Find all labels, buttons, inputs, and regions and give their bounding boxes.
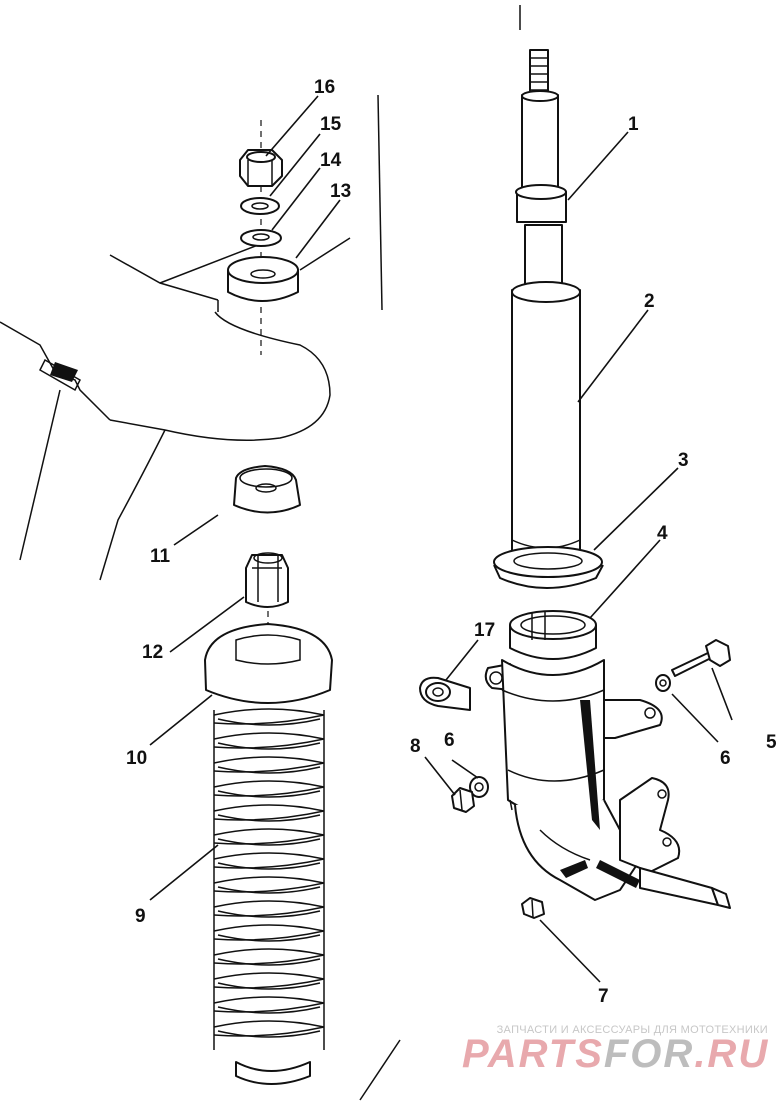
part-17-bracket-clip bbox=[419, 676, 471, 711]
spring-coil-back bbox=[217, 1006, 321, 1014]
spring-coil-back bbox=[217, 910, 321, 918]
part-10-spring-retainer bbox=[204, 623, 333, 704]
watermark-logo-for: FOR bbox=[603, 1032, 695, 1076]
spring-coil-back bbox=[217, 814, 321, 822]
callout-16: 16 bbox=[314, 77, 335, 98]
part-1-2-shock-absorber bbox=[511, 49, 581, 553]
part-6-washer-right bbox=[655, 674, 671, 692]
callout-8: 8 bbox=[410, 736, 421, 757]
spring-coil-back bbox=[217, 742, 321, 750]
spring-coil-back bbox=[217, 838, 321, 846]
part-5-bolt bbox=[671, 639, 731, 677]
callout-9: 9 bbox=[135, 906, 146, 927]
callout-3: 3 bbox=[678, 450, 689, 471]
part-9-coil-spring bbox=[213, 708, 325, 1085]
callout-6-left: 6 bbox=[444, 730, 455, 751]
callout-17: 17 bbox=[474, 620, 495, 641]
spring-coil-back bbox=[217, 958, 321, 966]
callout-4: 4 bbox=[657, 523, 668, 544]
callout-5: 5 bbox=[766, 732, 777, 753]
watermark-logo: PARTSFOR.RU bbox=[462, 1032, 768, 1077]
chassis-frame bbox=[0, 5, 521, 1101]
watermark-logo-ru: .RU bbox=[694, 1032, 770, 1076]
part-4-strut-housing bbox=[484, 610, 731, 909]
callout-6-right: 6 bbox=[720, 748, 731, 769]
spring-coil-back bbox=[217, 790, 321, 798]
spring-coil-back bbox=[217, 1030, 321, 1038]
part-8-nut bbox=[451, 787, 475, 813]
callout-15: 15 bbox=[320, 114, 342, 135]
part-14-washer bbox=[240, 229, 282, 247]
callout-10: 10 bbox=[126, 748, 147, 769]
callout-labels: 16 15 14 13 11 12 10 9 1 2 3 4 17 5 6 6 … bbox=[126, 77, 777, 1007]
spring-coil-back bbox=[217, 886, 321, 894]
callout-1: 1 bbox=[628, 114, 639, 135]
part-13-bushing bbox=[227, 256, 299, 302]
callout-14: 14 bbox=[320, 150, 342, 171]
spring-coil-back bbox=[217, 766, 321, 774]
part-12-jam-nut bbox=[245, 552, 289, 608]
part-15-washer bbox=[240, 197, 280, 215]
callout-12: 12 bbox=[142, 642, 163, 663]
part-11-spring-seat bbox=[233, 465, 301, 514]
part-7-bolt bbox=[521, 897, 545, 919]
watermark-tagline: ЗАПЧАСТИ И АКСЕССУАРЫ ДЛЯ МОТОТЕХНИКИ bbox=[496, 1024, 768, 1036]
callout-13: 13 bbox=[330, 181, 351, 202]
callout-11: 11 bbox=[150, 546, 171, 567]
part-6-washer-left bbox=[469, 776, 489, 798]
callout-2: 2 bbox=[644, 291, 655, 312]
spring-coil-back bbox=[217, 934, 321, 942]
watermark-logo-parts: PARTS bbox=[462, 1032, 604, 1076]
spring-coil-back bbox=[217, 862, 321, 870]
spring-coil-back bbox=[217, 982, 321, 990]
part-3-lower-seat bbox=[493, 546, 604, 589]
spring-coil-back bbox=[217, 718, 321, 726]
leader-lines bbox=[149, 95, 733, 983]
callout-7: 7 bbox=[598, 986, 609, 1007]
part-16-nut bbox=[239, 149, 283, 187]
